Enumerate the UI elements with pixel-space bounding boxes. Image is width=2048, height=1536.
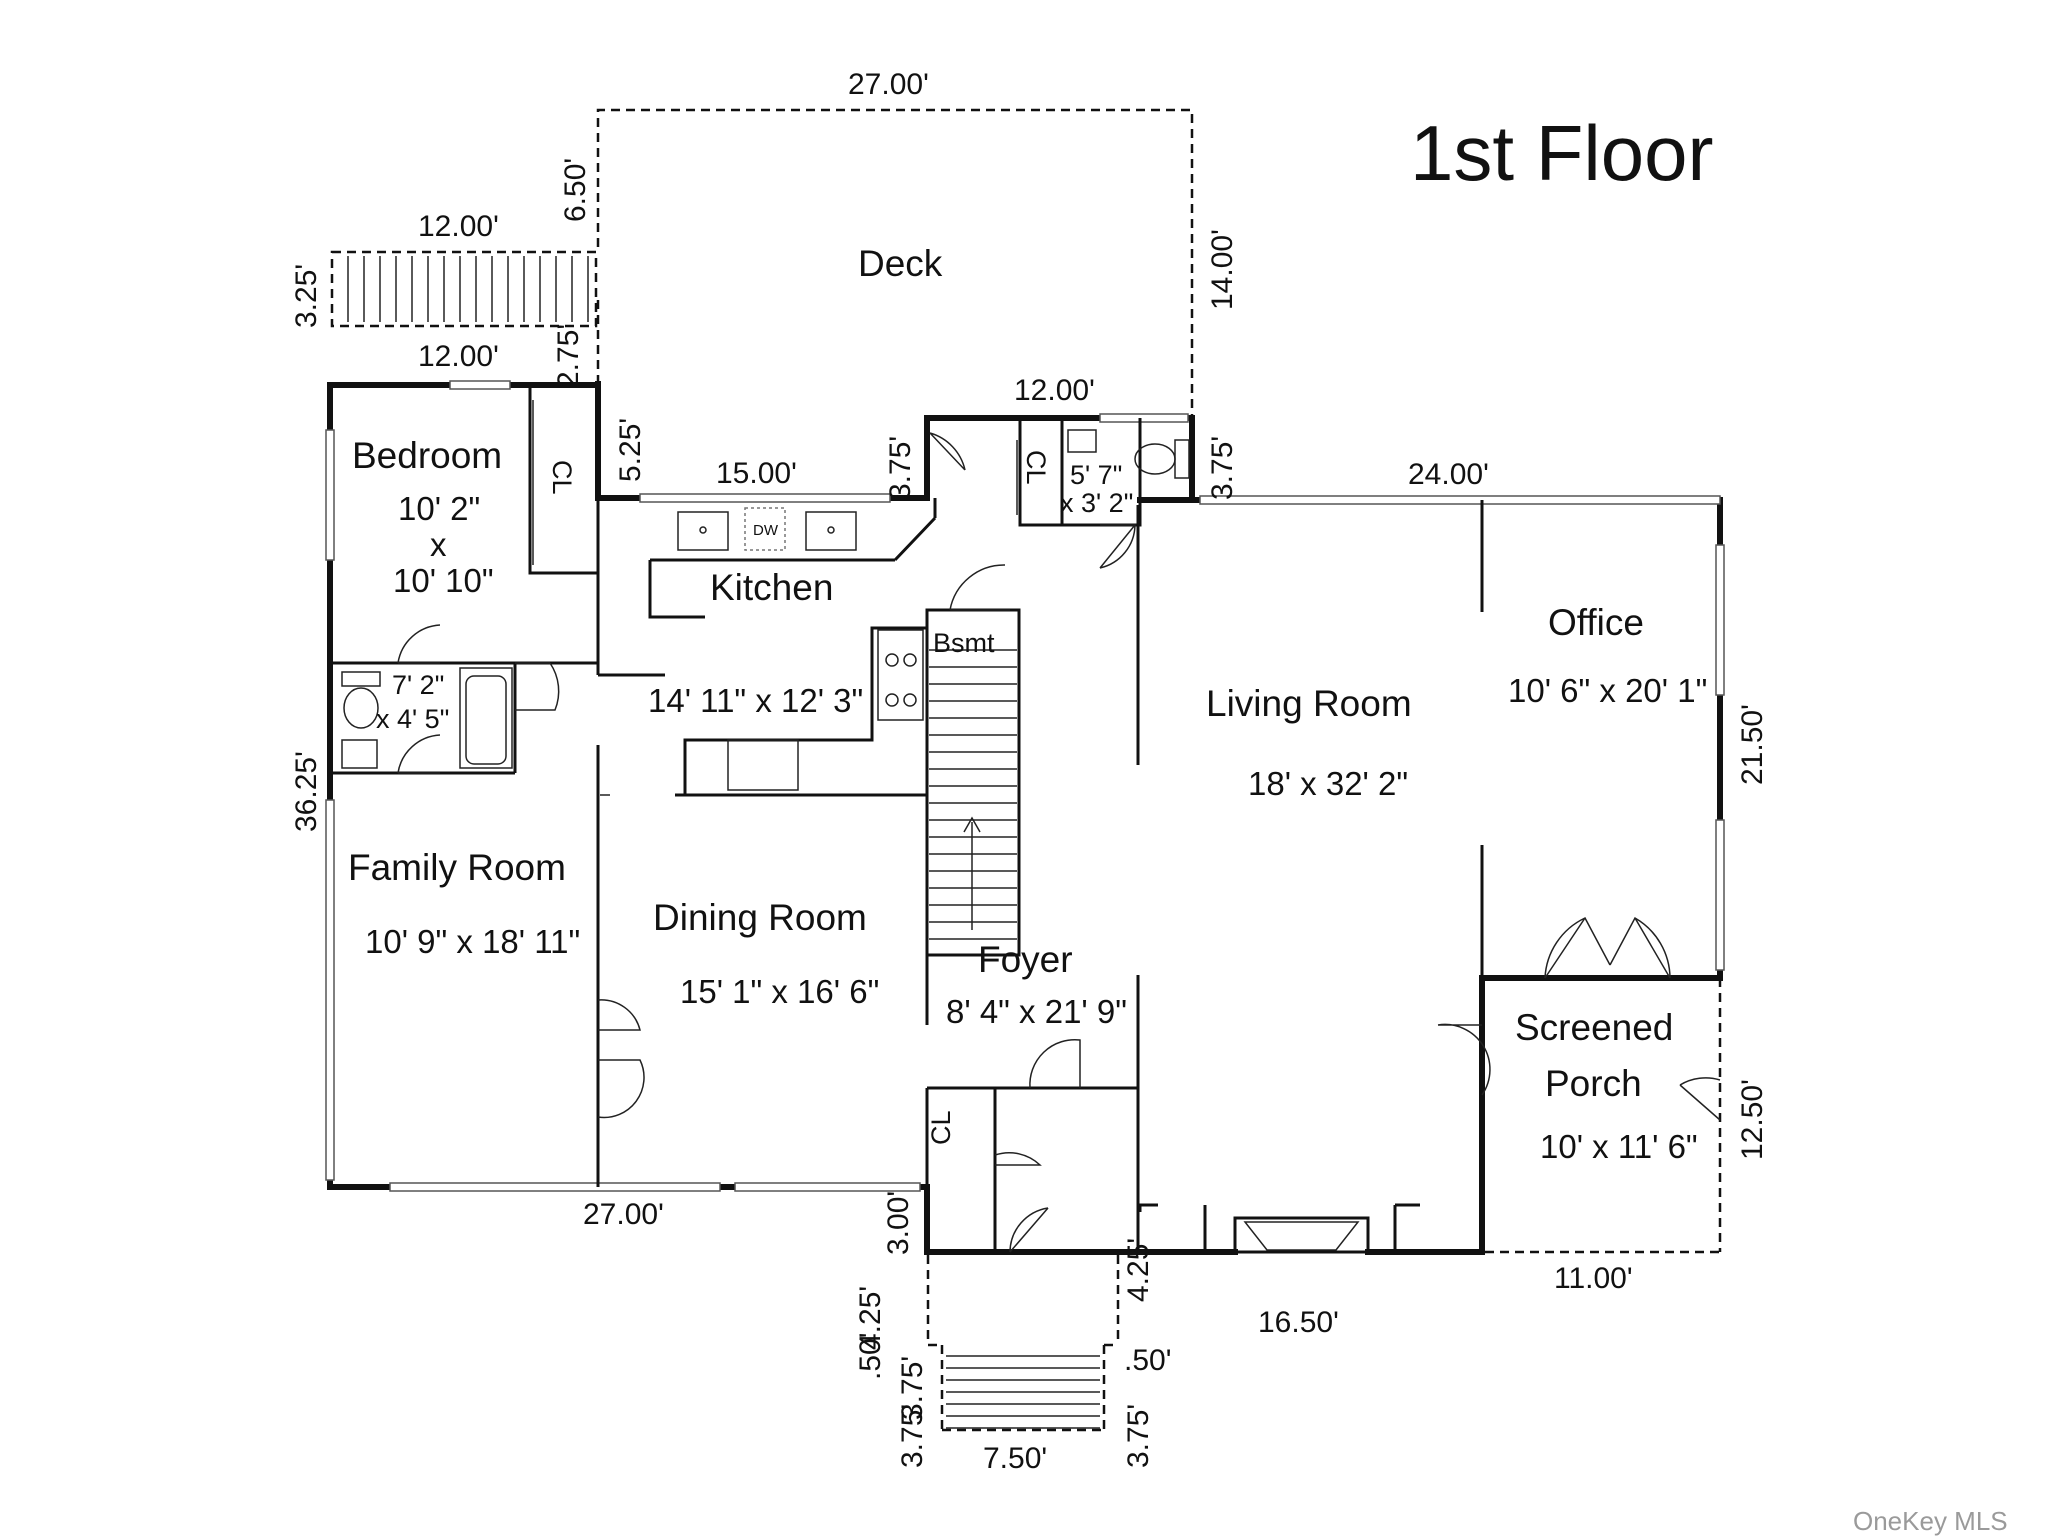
floor-title: 1st Floor	[1410, 109, 1713, 197]
half-bath-dim-2: x 3' 2"	[1060, 488, 1133, 518]
room-label-screened-porch-2: Porch	[1545, 1063, 1642, 1104]
foyer-dims: 8' 4" x 21' 9"	[946, 993, 1127, 1030]
dim-living-top: 24.00'	[1408, 458, 1489, 491]
room-label-closet-bedroom: CL	[547, 460, 577, 495]
room-label-family-room: Family Room	[348, 847, 566, 888]
dishwasher-label: DW	[753, 522, 779, 539]
room-label-deck: Deck	[858, 243, 943, 284]
dim-kitchen-right-step: 3.75'	[884, 436, 917, 500]
dim-fireplace: 16.50'	[1258, 1306, 1339, 1339]
dim-deck-right: 14.00'	[1206, 229, 1239, 310]
front-stair	[926, 1255, 1120, 1432]
half-bath-dim-1: 5' 7"	[1070, 460, 1122, 490]
bsmt-stair-treads	[929, 649, 1017, 940]
dim-deck-top: 27.00'	[848, 68, 929, 101]
dining-room-dims: 15' 1" x 16' 6"	[680, 973, 879, 1010]
rear-stair	[330, 250, 598, 328]
dim-porch-bottom: 11.00'	[1554, 1262, 1633, 1295]
dim-foyer-step: 3.00'	[882, 1191, 915, 1255]
dim-bath-right-step: 3.75'	[1206, 436, 1239, 500]
fireplace	[1233, 1216, 1370, 1254]
dim-stair-gap: 2.75'	[552, 324, 585, 388]
room-label-closet-foyer: CL	[926, 1110, 956, 1145]
bedroom-dim-w: 10' 2"	[398, 490, 480, 527]
bath-fixtures	[341, 429, 1190, 769]
dim-front-stair-right: 4.25'	[1122, 1238, 1155, 1302]
dim-front-stair-r2: 3.75'	[1122, 1404, 1155, 1468]
dim-bedroom-top: 12.00'	[418, 340, 499, 373]
dim-front-stair-left: 4.25'	[854, 1286, 887, 1350]
dim-front-stair-l2: 3.75'	[896, 1356, 929, 1420]
room-label-screened-porch-1: Screened	[1515, 1007, 1673, 1048]
kitchen-dims: 14' 11" x 12' 3"	[648, 682, 863, 719]
room-label-bedroom: Bedroom	[352, 435, 502, 476]
room-label-kitchen: Kitchen	[710, 567, 833, 608]
porch-screen-outline	[1485, 978, 1722, 1254]
dim-right-side: 21.50'	[1736, 704, 1769, 785]
room-label-office: Office	[1548, 602, 1644, 643]
dim-front-stair-bottom: 7.50'	[983, 1442, 1047, 1475]
bath-dim-2: x 4' 5"	[376, 704, 449, 734]
watermark: OneKey MLS	[1853, 1506, 2008, 1536]
kitchen-fixtures	[677, 507, 924, 791]
interior-walls	[330, 385, 1723, 1255]
room-label-dining-room: Dining Room	[653, 897, 867, 938]
exterior-walls	[327, 381, 1723, 1255]
dim-left-side: 36.25'	[290, 751, 323, 832]
bsmt-stair-arrow	[963, 816, 981, 930]
dim-stair-side: 3.25'	[290, 264, 323, 328]
bath-dim-1: 7' 2"	[392, 670, 444, 700]
dim-porch-side: 12.50'	[1736, 1079, 1769, 1160]
deck-outline	[596, 108, 1194, 418]
dim-deck-left: 6.50'	[559, 158, 592, 222]
windows	[325, 380, 1725, 1192]
room-label-bsmt: Bsmt	[933, 628, 995, 658]
dim-bottom-left: 27.00'	[583, 1198, 664, 1231]
dim-kitchen-top: 15.00'	[716, 457, 797, 490]
bedroom-dim-x: x	[430, 526, 447, 563]
dim-bath-top: 12.00'	[1014, 374, 1095, 407]
family-room-dims: 10' 9" x 18' 11"	[365, 923, 580, 960]
bedroom-dim-h: 10' 10"	[393, 562, 494, 599]
room-label-foyer: Foyer	[978, 939, 1073, 980]
dim-front-stair-l1: .50'	[854, 1333, 887, 1380]
office-dims: 10' 6" x 20' 1"	[1508, 672, 1707, 709]
dim-front-stair-l3: 3.75'	[896, 1404, 929, 1468]
screened-porch-dims: 10' x 11' 6"	[1540, 1128, 1698, 1165]
room-label-living-room: Living Room	[1206, 683, 1412, 724]
dim-front-stair-r1: .50'	[1124, 1344, 1171, 1377]
dim-stair-top: 12.00'	[418, 210, 499, 243]
doors	[397, 432, 1721, 1253]
dim-kitchen-step: 5.25'	[614, 418, 647, 482]
living-room-dims: 18' x 32' 2"	[1248, 765, 1408, 802]
room-label-closet-upper: CL	[1021, 450, 1051, 485]
